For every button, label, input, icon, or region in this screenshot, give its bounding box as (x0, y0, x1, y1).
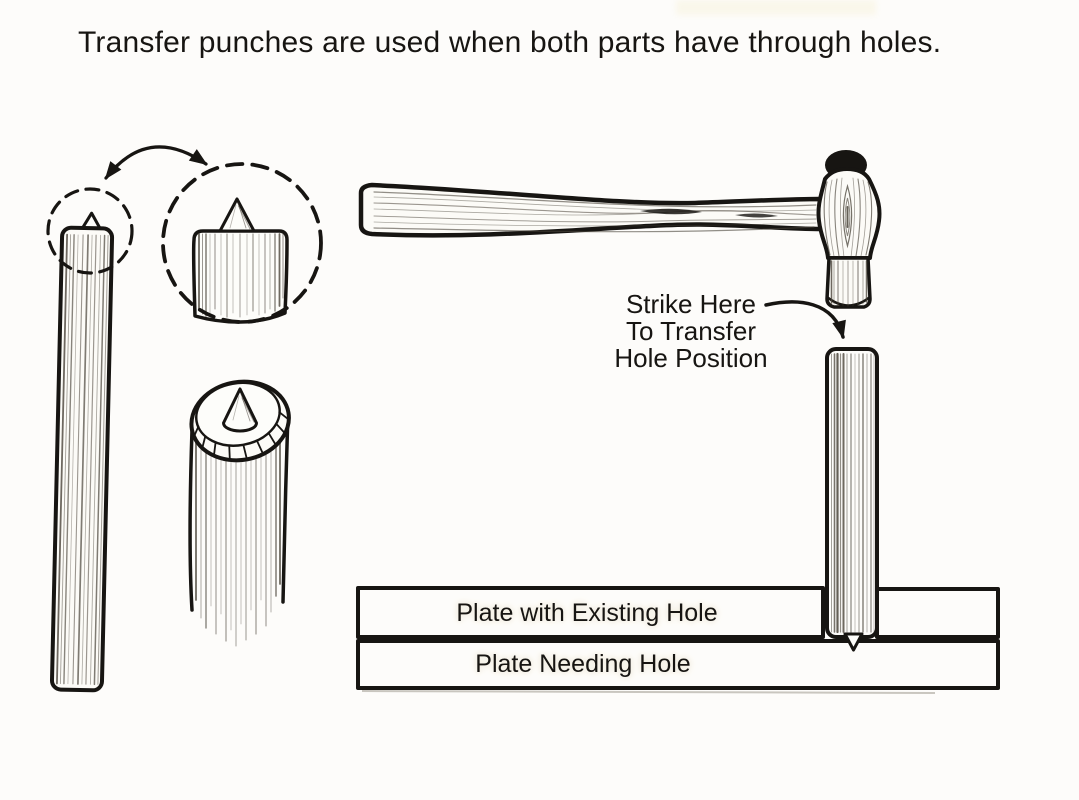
punch-tip-magnified-circle (161, 162, 323, 324)
ball-peen-hammer (358, 150, 882, 309)
transfer-punch-side-view (49, 211, 115, 693)
strike-note-line2: To Transfer (625, 316, 757, 346)
magnification-arrow (104, 145, 208, 180)
strike-note-line1: Strike Here (625, 289, 757, 319)
hammer-handle (358, 182, 825, 238)
caption-text: Transfer punches are used when both part… (78, 26, 942, 59)
plate-existing-hole-label: Plate with Existing Hole (456, 599, 718, 627)
plate-needing-hole (356, 639, 1000, 694)
hammer-head (816, 150, 882, 309)
transfer-punch-in-existing-hole (825, 347, 879, 652)
punch-tip-detail-circle (46, 187, 134, 275)
strike-note: Strike Here To Transfer Hole Position (576, 291, 806, 372)
scan-smudge (676, 0, 876, 15)
plate-needing-hole-label: Plate Needing Hole (475, 650, 691, 678)
strike-here-arrow (764, 300, 846, 339)
strike-note-line3: Hole Position (614, 343, 768, 373)
transfer-punch-3d-view (188, 379, 291, 647)
punch-tip-magnified-view (191, 197, 289, 324)
